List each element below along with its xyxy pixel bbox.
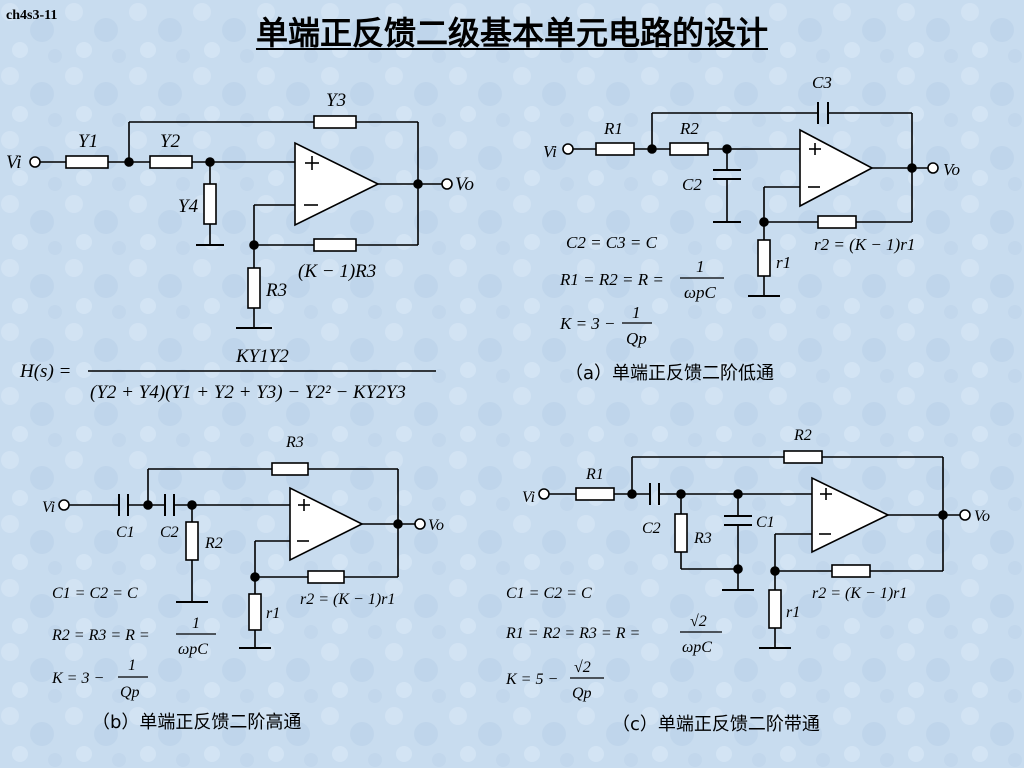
c-c1-label: C1: [756, 514, 775, 531]
a-eq1: C2 = C3 = C: [566, 233, 658, 252]
c-eq3-lhs: K = 5 −: [505, 671, 558, 688]
gen-r3-label: R3: [265, 280, 287, 301]
b-r1-bottom-label: r1: [266, 605, 280, 622]
r3-element: [247, 267, 261, 309]
c-eq2-lhs: R1 = R2 = R3 = R =: [505, 625, 640, 642]
gen-fb-label: (K − 1)R3: [298, 261, 376, 282]
b-eq1: C1 = C2 = C: [52, 585, 138, 602]
a-c3-label: C3: [812, 73, 832, 92]
y1-element: [65, 155, 109, 169]
c-r3-label: R3: [693, 530, 712, 547]
a-eq3-den: Qp: [626, 329, 647, 348]
c-r1-bottom-label: r1: [786, 604, 800, 621]
b-eq2-lhs: R2 = R3 = R =: [51, 627, 150, 644]
a-caption: （a）单端正反馈二阶低通: [565, 363, 774, 384]
a-r2-label: R2: [679, 119, 699, 138]
circuit-b: [58, 462, 426, 649]
gen-vout-label: Vo: [455, 174, 474, 195]
c-r2fb-label: r2 = (K − 1)r1: [812, 585, 907, 602]
gen-vin-label: Vi: [6, 152, 21, 173]
gen-y3-label: Y3: [326, 90, 346, 111]
b-eq2-num: 1: [192, 615, 200, 632]
c-eq2-den: ωpC: [682, 639, 712, 656]
circuit-c: [538, 450, 971, 649]
circuit-a: [562, 102, 939, 297]
c-vout-label: Vo: [974, 508, 990, 525]
a-vin-label: Vi: [543, 142, 557, 161]
b-eq3-lhs: K = 3 −: [51, 670, 104, 687]
b-r3-label: R3: [285, 434, 304, 451]
b-r2fb-label: r2 = (K − 1)r1: [300, 591, 395, 608]
a-eq3-lhs: K = 3 −: [559, 314, 616, 333]
c-vin-label: Vi: [522, 489, 535, 506]
fb-resistor-general: [313, 238, 357, 252]
y3-element: [313, 115, 357, 129]
b-eq3-num: 1: [128, 657, 136, 674]
gen-y1-label: Y1: [78, 131, 98, 152]
b-eq3-den: Qp: [120, 684, 140, 701]
c-c2-label: C2: [642, 520, 661, 537]
b-caption: （b）单端正反馈二阶高通: [92, 712, 301, 733]
a-eq2-lhs: R1 = R2 = R =: [559, 270, 664, 289]
gen-h-num: KY1Y2: [235, 346, 289, 367]
y2-element: [149, 155, 193, 169]
a-r1-bottom-label: r1: [776, 253, 791, 272]
a-eq2-num: 1: [696, 257, 705, 276]
c-eq3-num: √2: [574, 659, 591, 676]
a-c2-label: C2: [682, 175, 702, 194]
c-eq3-den: Qp: [572, 685, 592, 702]
c-caption: （c）单端正反馈二阶带通: [612, 714, 820, 735]
gen-y2-label: Y2: [160, 131, 181, 152]
gen-y4-label: Y4: [178, 196, 199, 217]
general-circuit: [29, 115, 453, 329]
slide-id: ch4s3-11: [6, 8, 58, 23]
b-vout-label: Vo: [428, 517, 444, 534]
b-vin-label: Vi: [42, 499, 55, 516]
c-eq2-num: √2: [690, 613, 707, 630]
b-c1-label: C1: [116, 524, 135, 541]
page-title: 单端正反馈二级基本单元电路的设计: [255, 14, 768, 52]
b-c2-label: C2: [160, 524, 179, 541]
a-vout-label: Vo: [943, 160, 960, 179]
c-r1-label: R1: [585, 466, 604, 483]
a-r1-label: R1: [603, 119, 623, 138]
a-eq3-num: 1: [632, 303, 641, 322]
gen-h-den: (Y2 + Y4)(Y1 + Y2 + Y3) − Y2² − KY2Y3: [90, 382, 406, 403]
c-eq1: C1 = C2 = C: [506, 585, 592, 602]
b-r2-label: R2: [204, 535, 223, 552]
b-eq2-den: ωpC: [178, 641, 208, 658]
a-eq2-den: ωpC: [684, 283, 717, 302]
c-r2-label: R2: [793, 427, 812, 444]
y4-element: [203, 183, 217, 225]
opamp-general: [294, 141, 380, 227]
a-r2fb-label: r2 = (K − 1)r1: [814, 235, 915, 254]
gen-h-lhs: H(s) =: [19, 361, 71, 382]
